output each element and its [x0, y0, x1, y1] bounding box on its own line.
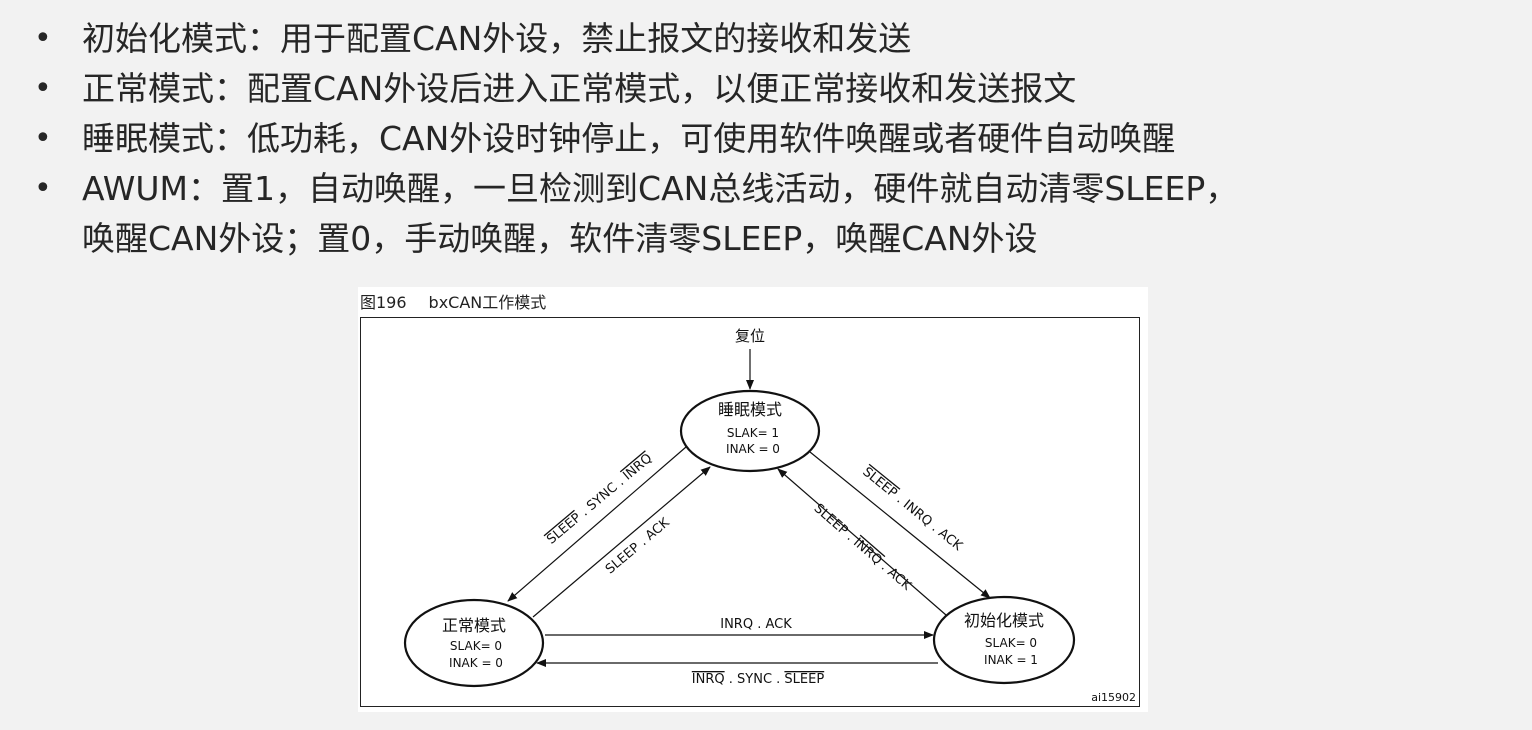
label-init-to-normal: INRQ . SYNC . SLEEP [692, 672, 825, 687]
bullet-init-mode: • 初始化模式：用于配置CAN外设，禁止报文的接收和发送 [34, 14, 1514, 64]
state-sleep-slak: SLAK= 1 [727, 426, 779, 440]
state-sleep-name: 睡眠模式 [718, 400, 782, 419]
transition-label-part: . ACK [875, 557, 914, 594]
state-init-inak: INAK = 1 [984, 653, 1038, 667]
state-normal-inak: INAK = 0 [449, 656, 503, 670]
state-diagram: 复位 睡眠模式 SLAK= 1 INAK = 0 正常模式 SLAK= 0 IN… [403, 327, 1136, 704]
label-sleep-to-normal: SLEEP . SYNC . INRQ [544, 451, 655, 548]
bullet-text: 睡眠模式：低功耗，CAN外设时钟停止，可使用软件唤醒或者硬件自动唤醒 [82, 119, 1176, 158]
arrow-normal-to-sleep [532, 466, 711, 618]
bullet-list: • 初始化模式：用于配置CAN外设，禁止报文的接收和发送 • 正常模式：配置CA… [34, 14, 1514, 264]
bullet-marker: • [34, 21, 52, 56]
arrow-init-to-sleep [777, 468, 947, 616]
bullet-normal-mode: • 正常模式：配置CAN外设后进入正常模式，以便正常接收和发送报文 [34, 64, 1514, 114]
state-normal: 正常模式 SLAK= 0 INAK = 0 [403, 598, 545, 688]
state-init: 初始化模式 SLAK= 0 INAK = 1 [932, 595, 1076, 685]
state-init-slak: SLAK= 0 [985, 636, 1037, 650]
label-normal-to-sleep: SLEEP . ACK [603, 515, 673, 577]
figure-title: bxCAN工作模式 [428, 293, 547, 312]
bullet-text: AWUM：置1，自动唤醒，一旦检测到CAN总线活动，硬件就自动清零SLEEP， [82, 169, 1239, 208]
reset-label: 复位 [735, 327, 765, 345]
bullet-text: 正常模式：配置CAN外设后进入正常模式，以便正常接收和发送报文 [82, 69, 1077, 108]
figure-caption: 图196 bxCAN工作模式 [360, 289, 546, 313]
label-init-to-sleep: SLEEP . INRQ . ACK [811, 501, 915, 594]
label-normal-to-init: INRQ . ACK [720, 617, 792, 632]
transition-label-part: . SYNC . [575, 472, 630, 522]
transition-label-part: INRQ . ACK [720, 617, 792, 632]
bullet-marker: • [34, 121, 52, 156]
state-normal-slak: SLAK= 0 [450, 639, 502, 653]
label-sleep-to-init: SLEEP . INRQ . ACK [859, 465, 965, 555]
bullet-text: 初始化模式：用于配置CAN外设，禁止报文的接收和发送 [82, 19, 912, 58]
transition-label-part: SLEEP . ACK [603, 515, 673, 577]
diagram-frame [360, 317, 1140, 707]
state-sleep-inak: INAK = 0 [726, 442, 780, 456]
transition-label-part: SLEEP [784, 672, 824, 687]
figure-number: 图196 [360, 293, 407, 312]
figure-id: ai15902 [1091, 691, 1136, 704]
state-normal-name: 正常模式 [442, 616, 506, 635]
bullet-marker: • [34, 171, 52, 206]
transition-label-part: . SYNC . [725, 672, 785, 687]
arrow-sleep-to-init [809, 451, 991, 599]
arrow-sleep-to-normal [507, 446, 687, 602]
state-sleep: 睡眠模式 SLAK= 1 INAK = 0 [679, 389, 821, 473]
bullet-marker: • [34, 71, 52, 106]
transition-label-part: SLEEP . [811, 501, 860, 547]
bullet-sleep-mode: • 睡眠模式：低功耗，CAN外设时钟停止，可使用软件唤醒或者硬件自动唤醒 [34, 114, 1514, 164]
bullet-awum: • AWUM：置1，自动唤醒，一旦检测到CAN总线活动，硬件就自动清零SLEEP… [34, 164, 1514, 264]
state-diagram-figure: 图196 bxCAN工作模式 复位 睡眠模式 SLAK= 1 INAK = 0 正… [358, 287, 1148, 712]
transition-label-part: INRQ [692, 672, 725, 687]
state-init-name: 初始化模式 [964, 611, 1044, 630]
transition-label-part: . INRQ . ACK [890, 490, 965, 555]
bullet-text-continuation: 唤醒CAN外设；置0，手动唤醒，软件清零SLEEP，唤醒CAN外设 [82, 219, 1038, 258]
